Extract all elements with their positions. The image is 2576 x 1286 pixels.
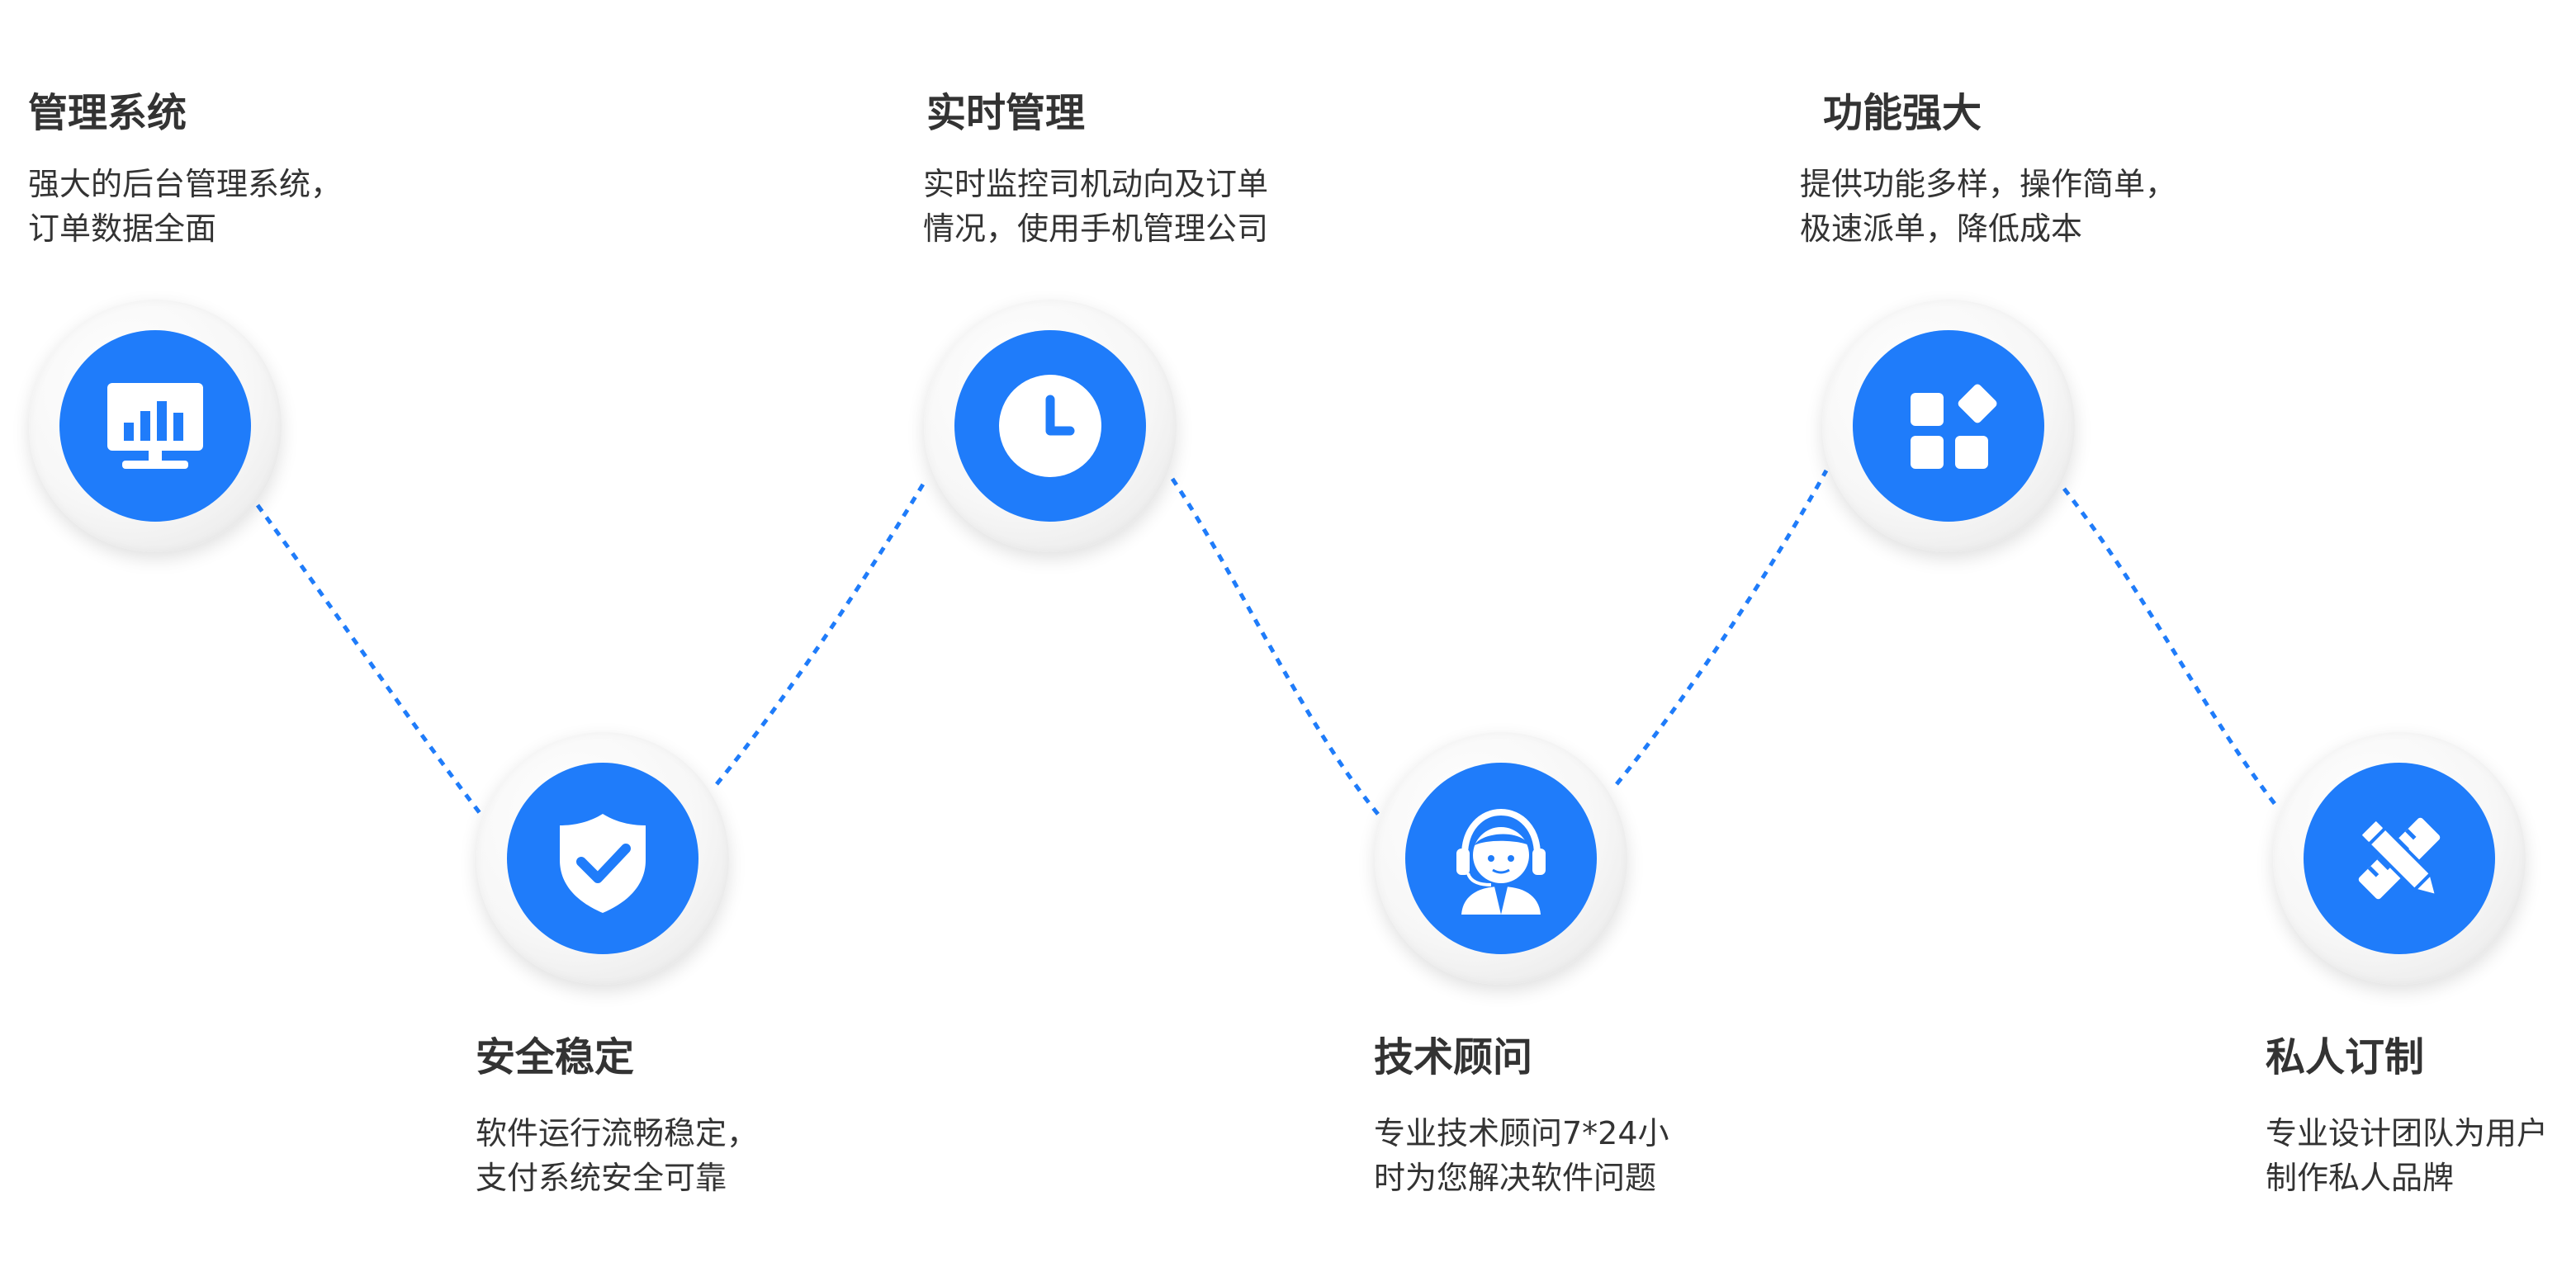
step-3-description: 实时监控司机动向及订单 情况，使用手机管理公司 — [923, 162, 1268, 251]
clock-icon — [999, 375, 1101, 477]
step-1-icon-circle — [59, 330, 251, 522]
step-5-line-2: 极速派单，降低成本 — [1800, 210, 2083, 247]
step-1-title: 管理系统 — [28, 90, 187, 136]
step-5-line-1: 提供功能多样，操作简单， — [1800, 166, 2177, 202]
connector-3-4 — [1170, 477, 1382, 819]
step-5-title: 功能强大 — [1823, 90, 1982, 136]
step-6-line-2: 制作私人品牌 — [2266, 1160, 2455, 1196]
step-1-node — [29, 300, 282, 552]
connector-5-6 — [2062, 487, 2280, 811]
step-6-line-1: 专业设计团队为用户 — [2266, 1115, 2549, 1151]
step-2-description: 软件运行流畅稳定， 支付系统安全可靠 — [476, 1111, 758, 1200]
step-2-line-1: 软件运行流畅稳定， — [476, 1115, 759, 1151]
step-5-node — [1822, 300, 2075, 552]
step-1-description: 强大的后台管理系统， 订单数据全面 — [28, 162, 342, 251]
step-5-description: 提供功能多样，操作简单， 极速派单，降低成本 — [1800, 162, 2176, 251]
step-2-line-2: 支付系统安全可靠 — [476, 1160, 727, 1196]
step-4-line-1: 专业技术顾问7*24小 — [1374, 1115, 1669, 1151]
step-4-node — [1375, 732, 1627, 985]
step-6-icon-circle — [2304, 763, 2495, 954]
step-4-icon-circle — [1405, 763, 1597, 954]
step-4-description: 专业技术顾问7*24小 时为您解决软件问题 — [1374, 1111, 1669, 1200]
step-2-node — [476, 732, 729, 985]
monitor-chart-icon — [107, 383, 203, 469]
step-3-node — [924, 300, 1177, 552]
pencil-ruler-icon — [2358, 817, 2441, 900]
customer-service-icon — [1456, 808, 1546, 915]
step-4-title: 技术顾问 — [1374, 1034, 1533, 1080]
step-1-line-1: 强大的后台管理系统， — [28, 166, 343, 202]
step-4-line-2: 时为您解决软件问题 — [1374, 1160, 1657, 1196]
step-2-title: 安全稳定 — [476, 1034, 635, 1080]
connector-4-5 — [1615, 469, 1829, 786]
connector-2-3 — [715, 477, 929, 786]
step-3-line-2: 情况，使用手机管理公司 — [923, 210, 1269, 247]
step-6-node — [2273, 732, 2526, 985]
step-6-description: 专业设计团队为用户 制作私人品牌 — [2266, 1111, 2548, 1200]
step-6-title: 私人订制 — [2266, 1034, 2425, 1080]
step-3-icon-circle — [954, 330, 1146, 522]
apps-grid-icon — [1911, 384, 1997, 469]
step-3-line-1: 实时监控司机动向及订单 — [923, 166, 1269, 202]
connector-1-2 — [255, 504, 485, 819]
step-5-icon-circle — [1853, 330, 2044, 522]
step-1-line-2: 订单数据全面 — [28, 210, 217, 247]
step-3-title: 实时管理 — [926, 90, 1086, 136]
shield-check-icon — [560, 814, 646, 913]
step-2-icon-circle — [507, 763, 698, 954]
